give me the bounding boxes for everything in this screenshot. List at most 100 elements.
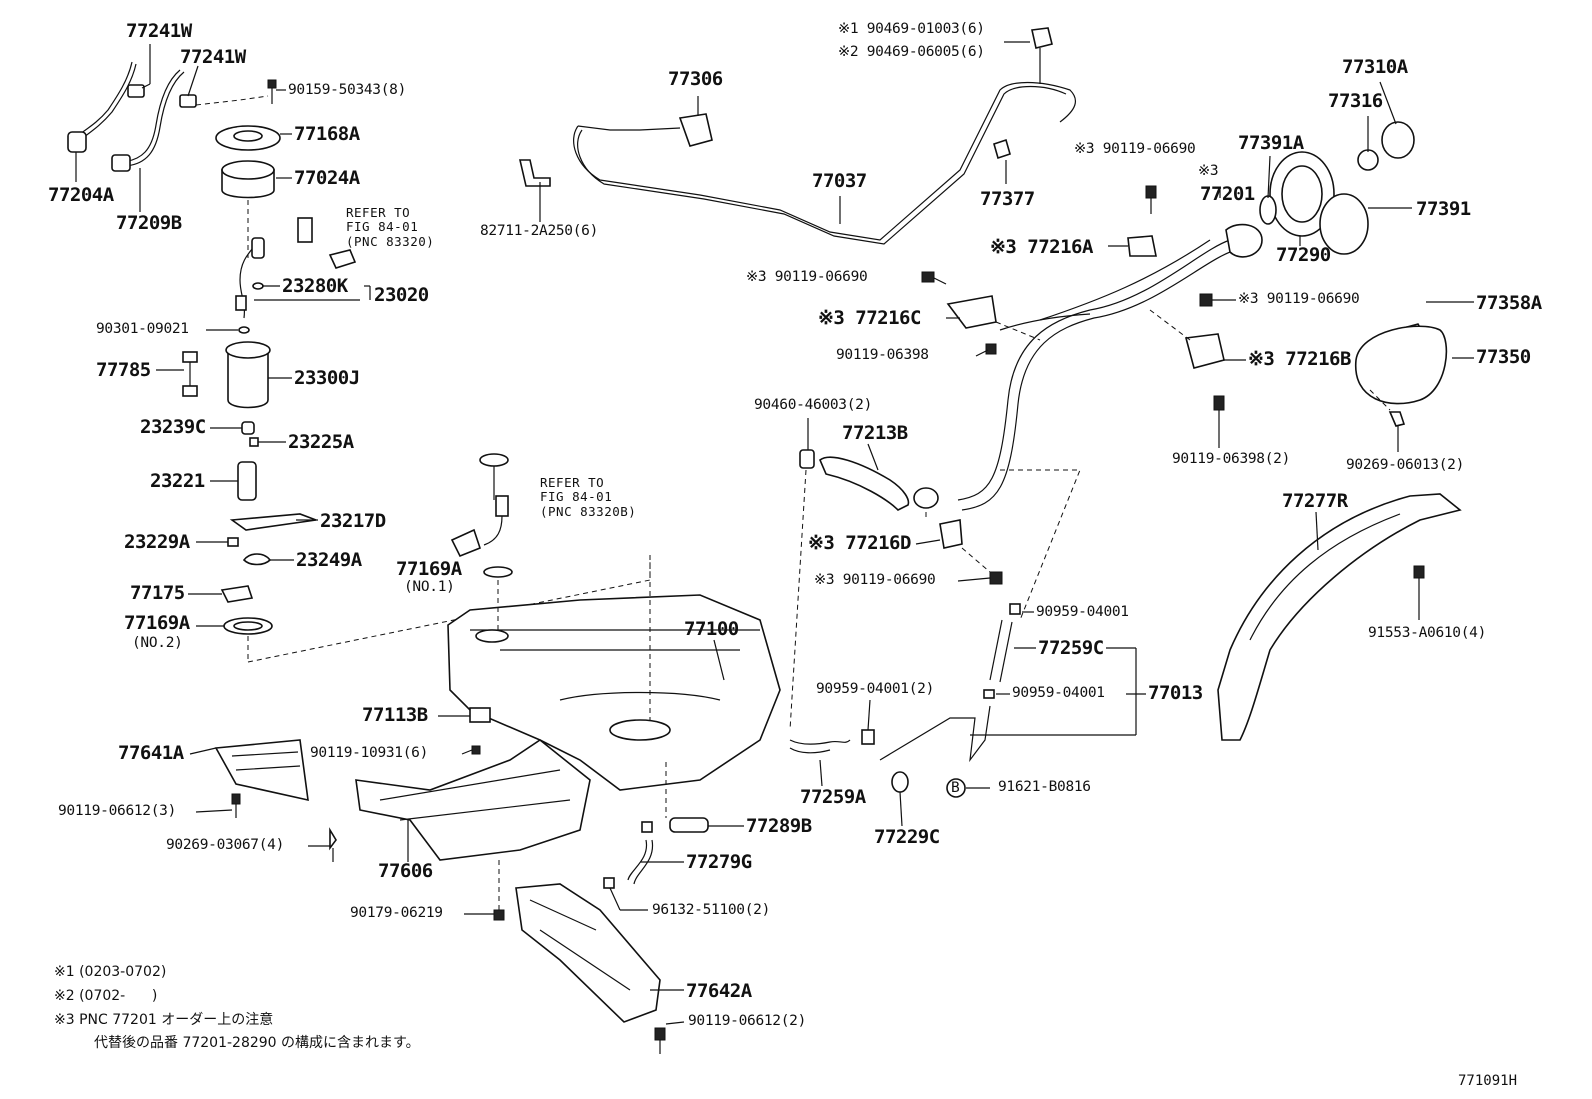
label-23300J: 23300J	[294, 367, 360, 389]
label-90269-03067: 90269-03067(4)	[166, 837, 285, 853]
harness-connector-77241W-a	[127, 84, 145, 98]
hose-77279G	[627, 839, 648, 881]
bracket-77216B	[1184, 333, 1225, 369]
bolt-90119-06612-2	[654, 1027, 666, 1041]
label-77213B: 77213B	[842, 422, 908, 444]
clamp-90469	[1031, 27, 1053, 49]
label-77037: 77037	[812, 170, 867, 192]
label-77277R: 77277R	[1282, 490, 1348, 512]
label-77289B: 77289B	[746, 815, 812, 837]
clip-90959-04001-a	[1009, 603, 1021, 615]
bolt-90119-06690-b	[921, 271, 935, 283]
part-77306	[678, 113, 713, 147]
bolt-90119-06690-c	[1199, 293, 1213, 307]
bracket-82711	[518, 159, 551, 187]
label-77169A-no2-sub: (NO.2)	[132, 635, 183, 651]
label-23225A: 23225A	[288, 431, 354, 453]
harness-wire-a	[79, 61, 133, 135]
label-90119-06690-c: ※3 90119-06690	[1238, 291, 1360, 307]
clip-77289B	[641, 821, 653, 833]
label-90159-50343: 90159-50343(8)	[288, 82, 407, 98]
label-77606: 77606	[378, 860, 433, 882]
harness-connector-77209B	[111, 154, 131, 172]
hose-77213B	[819, 456, 910, 511]
circled-b-marker	[946, 778, 966, 798]
label-90119-06612-3: 90119-06612(3)	[58, 803, 177, 819]
label-77641A: 77641A	[118, 742, 184, 764]
reference-note-1-line2: FIG 84-01	[346, 219, 419, 235]
label-23280K: 23280K	[282, 275, 348, 297]
part-23239C	[241, 421, 255, 435]
label-77259A: 77259A	[800, 786, 866, 808]
harness-wire-a2	[83, 63, 137, 138]
fuel-pump-motor-23221	[237, 461, 257, 501]
label-77169A-no2: 77169A	[124, 612, 190, 634]
part-23229A	[227, 537, 239, 547]
label-77216A: ※3 77216A	[990, 236, 1093, 258]
reference-note-2-line3: (PNC 83320B)	[540, 503, 637, 519]
label-77201: 77201	[1200, 183, 1255, 205]
label-77391A: 77391A	[1238, 132, 1304, 154]
label-77785: 77785	[96, 359, 151, 381]
clip-90269-06013	[1388, 411, 1406, 427]
diagram-id: 771091H	[1458, 1073, 1518, 1089]
fender-liner-77277R	[1217, 493, 1462, 741]
label-77377: 77377	[980, 188, 1035, 210]
label-90119-10931: 90119-10931(6)	[310, 745, 429, 761]
label-23249A: 23249A	[296, 549, 362, 571]
reference-note-2-line2: FIG 84-01	[540, 489, 613, 505]
label-77358A: 77358A	[1476, 292, 1542, 314]
label-96132-51100: 96132-51100(2)	[652, 902, 771, 918]
vapor-tube-77037	[573, 81, 1077, 241]
hose-77289B	[669, 817, 709, 833]
label-77024A: 77024A	[294, 167, 360, 189]
bracket-77113B	[469, 707, 491, 723]
label-91553-A0610: 91553-A0610(4)	[1368, 625, 1487, 641]
bolt-90119-06398-2	[1213, 395, 1225, 411]
label-90460-46003: 90460-46003(2)	[754, 397, 873, 413]
label-90301-09021: 90301-09021	[96, 321, 189, 337]
label-77013: 77013	[1148, 682, 1203, 704]
label-23217D: 23217D	[320, 510, 386, 532]
bracket-77216D	[939, 519, 963, 549]
reference-note-1-line1: REFER TO	[346, 205, 411, 220]
label-77201-mark: ※3	[1198, 163, 1219, 179]
label-90469-06005: ※2 90469-06005(6)	[838, 44, 985, 60]
label-90959-04001-b: 90959-04001	[1012, 685, 1105, 701]
gasket-77169A-no1	[483, 566, 513, 578]
gasket-77391	[1319, 193, 1369, 255]
part-23225A	[249, 437, 259, 447]
bolt-90119-10931	[471, 745, 481, 755]
label-77209B: 77209B	[116, 212, 182, 234]
protector-77642A	[515, 883, 661, 1023]
bolt-90119-06690-a	[1145, 185, 1157, 199]
label-23229A: 23229A	[124, 531, 190, 553]
label-77306: 77306	[668, 68, 723, 90]
label-77216C: ※3 77216C	[818, 307, 921, 329]
label-77175: 77175	[130, 582, 185, 604]
label-77169A-no1: 77169A	[396, 558, 462, 580]
part-77175	[220, 585, 254, 603]
label-90269-06013: 90269-06013(2)	[1346, 457, 1465, 473]
label-90179-06219: 90179-06219	[350, 905, 443, 921]
gasket-77316	[1357, 149, 1379, 171]
label-90119-06690-a: ※3 90119-06690	[1074, 141, 1196, 157]
hose-77259A	[789, 739, 851, 745]
label-77216D: ※3 77216D	[808, 532, 911, 554]
leader-lines	[75, 41, 1474, 1025]
clamp-96132-51100	[603, 877, 615, 889]
label-90119-06398-2: 90119-06398(2)	[1172, 451, 1291, 467]
fuel-cap-77310A	[1381, 121, 1415, 159]
ref-connector-a	[297, 217, 313, 243]
label-77310A: 77310A	[1342, 56, 1408, 78]
reference-note-2-line1: REFER TO	[540, 475, 605, 490]
screw-90159	[267, 79, 277, 89]
label-90119-06690-d: ※3 90119-06690	[814, 572, 936, 588]
label-90119-06690-b: ※3 90119-06690	[746, 269, 868, 285]
label-23239C: 23239C	[140, 416, 206, 438]
bolt-90119-06398	[985, 343, 997, 355]
label-77391: 77391	[1416, 198, 1471, 220]
clip-90269-03067	[329, 827, 337, 851]
sub-sender-top	[479, 453, 509, 467]
